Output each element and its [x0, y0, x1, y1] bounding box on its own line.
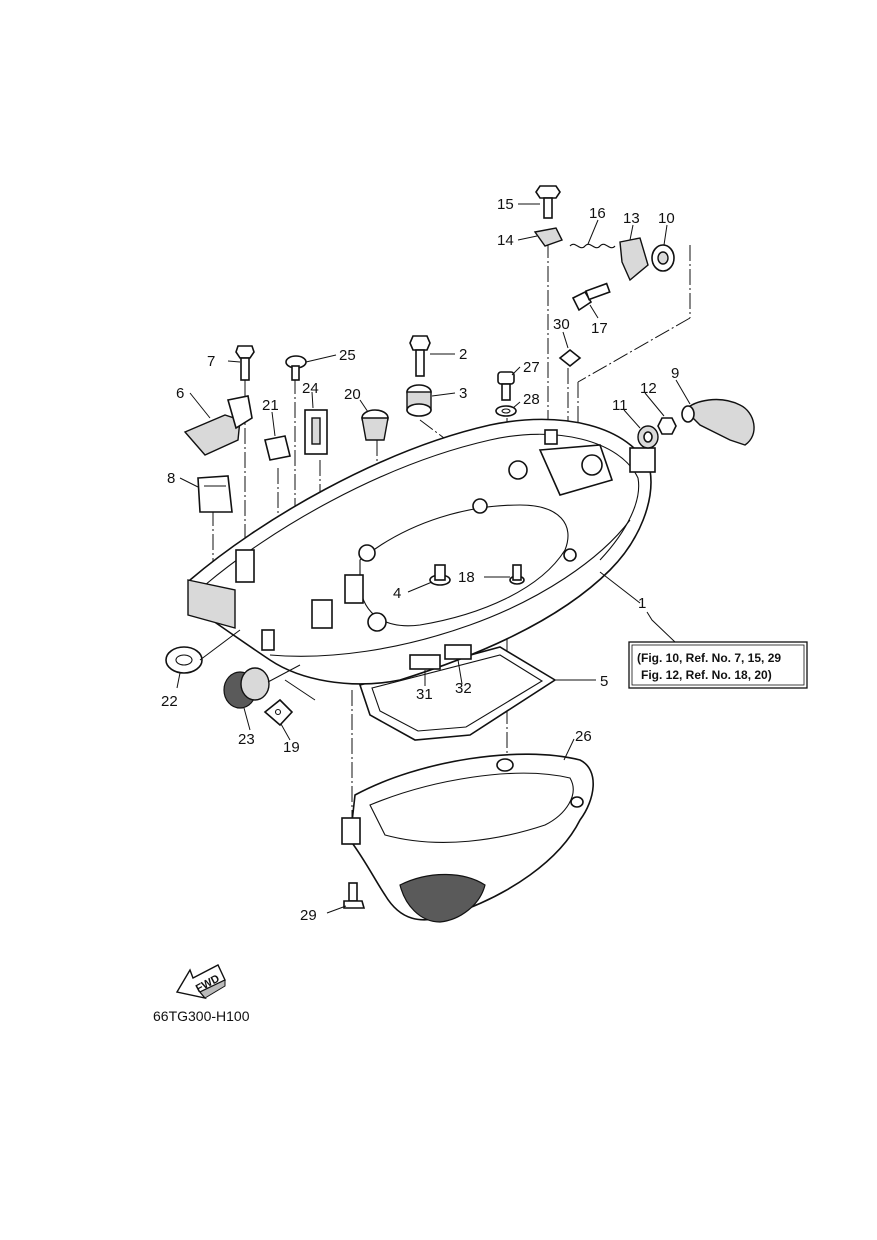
part-label-5: 5: [600, 673, 608, 690]
part-14-clip: [533, 227, 563, 247]
part-label-30: 30: [553, 316, 570, 333]
part-label-18: 18: [458, 569, 475, 586]
part-label-26: 26: [575, 728, 592, 745]
reference-line-2: Fig. 12, Ref. No. 18, 20): [641, 668, 772, 682]
part-label-9: 9: [671, 365, 679, 382]
leader-lines: [176, 203, 691, 914]
part-label-13: 13: [623, 210, 640, 227]
part-28-washer: [495, 405, 517, 417]
part-label-32: 32: [455, 680, 472, 697]
part-label-25: 25: [339, 347, 356, 364]
part-12-nut: [657, 417, 677, 435]
part-23-bushing: [223, 667, 270, 709]
part-label-4: 4: [393, 585, 401, 602]
part-11-grommet: [637, 425, 659, 449]
part-22-grommet: [165, 646, 203, 674]
reference-box: (Fig. 10, Ref. No. 7, 15, 29 Fig. 12, Re…: [628, 641, 808, 689]
part-label-31: 31: [416, 686, 433, 703]
part-label-2: 2: [459, 346, 467, 363]
lower-case-part-26: [341, 753, 594, 923]
part-labels: 1 2 3 4 5 6 7 8 9 10 11 12 13 14 15 16 1…: [161, 196, 679, 924]
part-21-pad: [264, 435, 291, 461]
part-30-label: [558, 348, 582, 368]
part-10-grommet: [651, 244, 675, 272]
part-label-24: 24: [302, 380, 319, 397]
part-label-14: 14: [497, 232, 514, 249]
part-label-15: 15: [497, 196, 514, 213]
part-label-17: 17: [591, 320, 608, 337]
part-label-29: 29: [300, 907, 317, 924]
part-6-bracket: [183, 395, 253, 456]
part-label-27: 27: [523, 359, 540, 376]
part-label-23: 23: [238, 731, 255, 748]
part-label-3: 3: [459, 385, 467, 402]
part-label-28: 28: [523, 391, 540, 408]
part-8-pad: [197, 475, 233, 513]
part-17-bolt: [571, 282, 611, 312]
part-2-bolt: [409, 335, 431, 377]
part-15-bolt: [535, 185, 561, 219]
fwd-arrow-icon: FWD: [175, 964, 226, 1000]
part-20-grommet: [361, 409, 389, 441]
part-29-screw: [343, 882, 366, 909]
bottom-cowling-part-1: [187, 418, 656, 685]
part-27-bolt: [497, 371, 515, 401]
part-label-20: 20: [344, 386, 361, 403]
part-13-bracket: [619, 237, 649, 282]
part-label-22: 22: [161, 693, 178, 710]
part-24-lock: [304, 409, 328, 455]
part-4-bolt: [429, 564, 451, 586]
part-label-6: 6: [176, 385, 184, 402]
part-label-1: 1: [638, 595, 646, 612]
seal-part-5: [358, 646, 557, 741]
part-label-21: 21: [262, 397, 279, 414]
part-9-handle: [681, 398, 755, 446]
part-25-clip: [285, 355, 307, 381]
part-label-10: 10: [658, 210, 675, 227]
drawing-code: 66TG300-H100: [153, 1008, 250, 1024]
part-label-16: 16: [589, 205, 606, 222]
part-label-7: 7: [207, 353, 215, 370]
reference-line-1: (Fig. 10, Ref. No. 7, 15, 29: [637, 651, 781, 665]
part-label-11: 11: [612, 397, 628, 414]
part-7-screw: [235, 345, 255, 381]
part-label-12: 12: [640, 380, 657, 397]
part-19-plate: [263, 698, 294, 727]
part-16-spring: [569, 243, 616, 249]
part-18-bolt: [509, 564, 525, 585]
part-label-19: 19: [283, 739, 300, 756]
part-label-8: 8: [167, 470, 175, 487]
part-3-grommet: [406, 384, 432, 417]
